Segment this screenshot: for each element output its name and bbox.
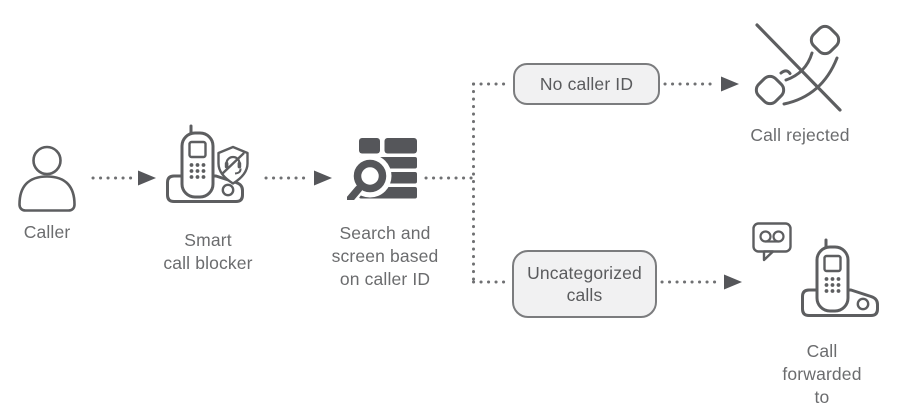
phone-screen bbox=[188, 140, 207, 159]
no-caller-id-label: No caller ID bbox=[539, 74, 634, 94]
block-slash bbox=[755, 23, 842, 112]
search-screen-icon bbox=[347, 138, 417, 200]
uncategorized-calls-label: Uncategorized calls bbox=[527, 263, 642, 305]
magnifier-handle bbox=[347, 185, 363, 200]
call-rejected-label: Call rejected bbox=[750, 125, 850, 145]
arrowhead-to-rejected bbox=[721, 76, 739, 92]
magnifier-lens bbox=[353, 159, 387, 193]
phone-keypad bbox=[824, 277, 841, 293]
voicemail-bubble-icon bbox=[752, 222, 792, 262]
arrowhead-to-forwarded bbox=[724, 274, 742, 290]
answering-system-icon bbox=[752, 222, 879, 317]
arrowhead-to-blocker bbox=[138, 170, 156, 186]
uncategorized-calls-box: Uncategorized calls bbox=[512, 250, 657, 318]
arrowhead-to-search bbox=[314, 170, 332, 186]
call-forwarded-label: Call forwarded to answering system bbox=[782, 341, 862, 407]
caller-icon bbox=[18, 145, 76, 212]
phone-keypad bbox=[189, 163, 206, 179]
search-screen-label: Search and screen based on caller ID bbox=[331, 223, 439, 289]
phone-screen bbox=[823, 254, 842, 273]
smart-call-blocker-icon bbox=[166, 124, 249, 203]
caller-label: Caller bbox=[23, 222, 71, 242]
shield-block-icon bbox=[217, 145, 249, 185]
no-caller-id-box: No caller ID bbox=[513, 63, 660, 105]
smart-call-blocker-label: Smart call blocker bbox=[163, 230, 253, 273]
call-rejected-icon bbox=[754, 23, 842, 112]
